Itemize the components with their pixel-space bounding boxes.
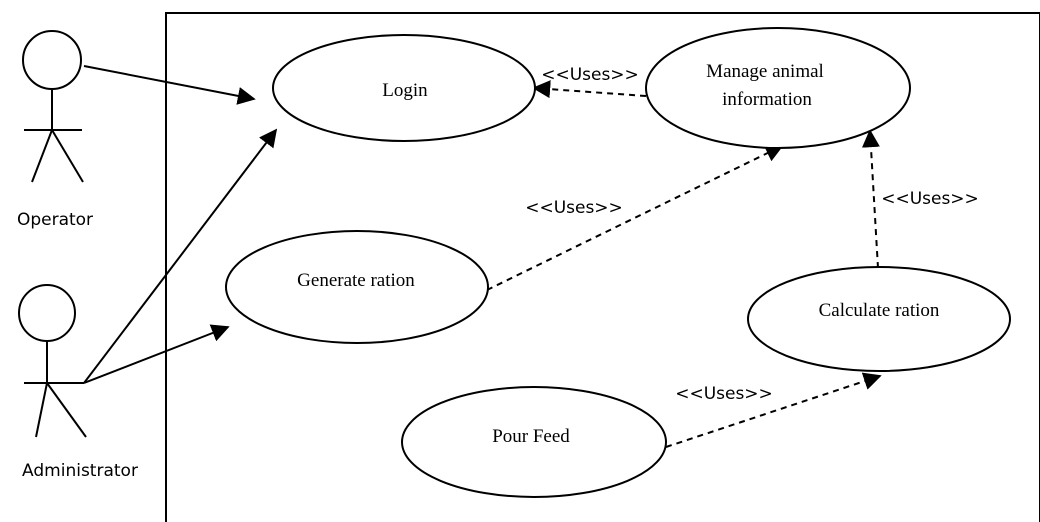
usecase-pour-shape <box>401 386 667 498</box>
usecase-generate-shape <box>225 230 489 344</box>
administrator-head <box>18 284 76 342</box>
administrator-right-leg <box>46 382 87 438</box>
usecase-manage-animal-information[interactable]: Manage animal information <box>645 27 911 149</box>
actor-operator[interactable]: Operator <box>17 30 93 230</box>
administrator-generate-association <box>83 324 230 384</box>
usecase-generate-label: Generate ration <box>297 270 415 291</box>
operator-left-leg <box>31 129 53 183</box>
generate-manage-uses-line <box>486 145 784 291</box>
uses-label-calculate-manage: <<Uses>> <box>881 189 979 209</box>
administrator-login-association <box>83 128 278 384</box>
actor-administrator[interactable]: Administrator <box>18 284 138 481</box>
uses-label-generate-manage: <<Uses>> <box>525 198 623 218</box>
operator-right-leg <box>51 129 84 183</box>
administrator-label: Administrator <box>22 461 138 481</box>
usecase-login-label: Login <box>382 80 428 101</box>
usecase-manage-label-line1: Manage animal <box>706 61 824 82</box>
usecase-login[interactable]: Login <box>272 34 536 142</box>
uses-label-pour-calculate: <<Uses>> <box>675 384 773 404</box>
pour-calculate-uses-line <box>665 372 882 448</box>
usecase-generate-ration[interactable]: Generate ration <box>225 230 489 344</box>
usecase-manage-label-line2: information <box>722 89 812 110</box>
manage-login-uses-line <box>532 80 647 99</box>
usecase-manage-shape <box>645 27 911 149</box>
operator-head <box>22 30 82 90</box>
usecase-login-shape <box>272 34 536 142</box>
usecase-calculate-label: Calculate ration <box>819 300 940 321</box>
system-boundary <box>165 12 1040 522</box>
usecase-pour-feed[interactable]: Pour Feed <box>401 386 667 498</box>
usecase-calculate-ration[interactable]: Calculate ration <box>747 266 1011 372</box>
usecase-pour-label: Pour Feed <box>492 426 570 447</box>
usecase-calculate-shape <box>747 266 1011 372</box>
administrator-left-leg <box>35 382 48 438</box>
operator-login-association <box>83 65 256 105</box>
operator-label: Operator <box>17 210 93 230</box>
uses-label-manage-login: <<Uses>> <box>541 65 639 85</box>
calculate-manage-uses-line <box>861 129 880 269</box>
